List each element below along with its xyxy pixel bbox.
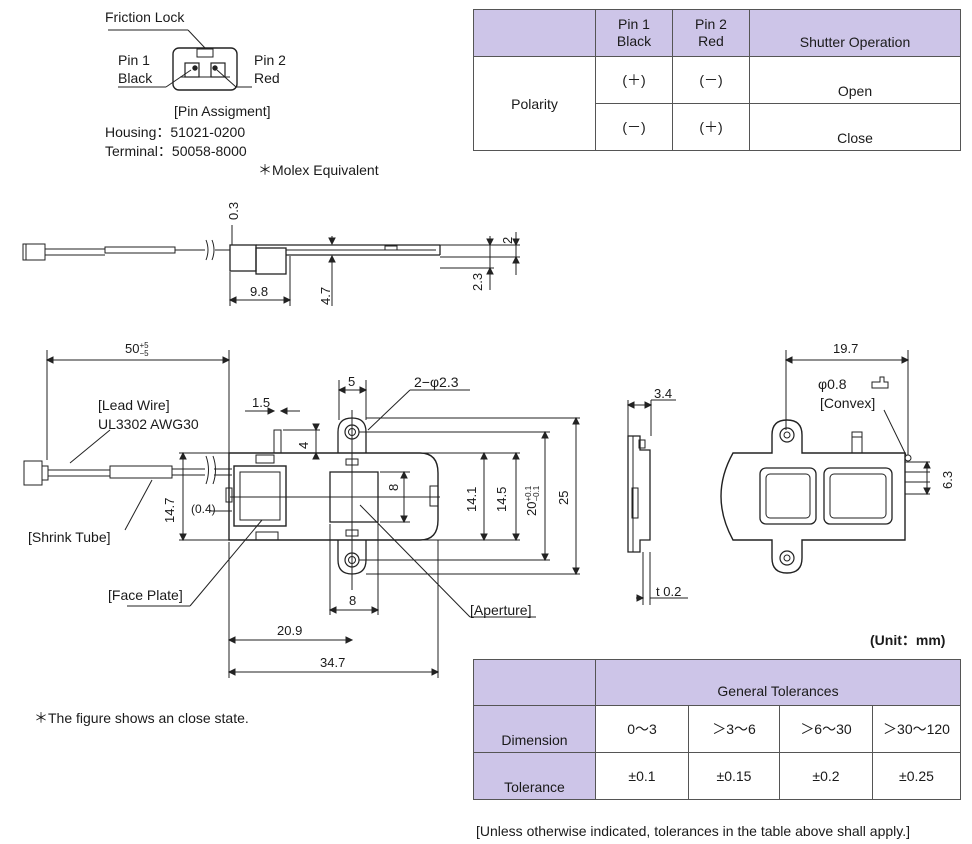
dim-0-4: (0.4) xyxy=(191,502,216,516)
housing-spec: Housing：51021-0200 xyxy=(105,124,246,140)
tolerance-cell: ±0.15 xyxy=(688,752,780,800)
tolerance-row-label: Tolerance xyxy=(473,752,596,800)
back-view-drawing xyxy=(720,350,931,574)
dim-t0-2: t 0.2 xyxy=(656,584,682,599)
dim-14-5: 14.5 xyxy=(494,486,509,512)
tolerance-cell: ±0.1 xyxy=(595,752,689,800)
thin-side-view-drawing xyxy=(626,399,688,605)
dim-50: 50+5−5 xyxy=(125,340,149,358)
pin1-label: Pin 1 xyxy=(118,52,150,68)
polarity-header-blank xyxy=(473,9,596,57)
polarity-row2-pin2: (＋) xyxy=(672,103,750,151)
polarity-row2-pin1: (－) xyxy=(595,103,673,151)
polarity-header-operation: Shutter Operation xyxy=(749,9,961,57)
dim-14-1: 14.1 xyxy=(464,486,479,512)
convex-label: [Convex] xyxy=(820,395,876,411)
polarity-header-pin2: Pin 2 Red xyxy=(672,9,750,57)
dim-4-7: 4.7 xyxy=(318,286,333,305)
unit-label: (Unit：mm) xyxy=(870,632,946,648)
dim-8-vertical: 8 xyxy=(386,483,401,491)
footer-note: [Unless otherwise indicated, tolerances … xyxy=(476,823,910,839)
range-cell: ＞3～6 xyxy=(688,705,780,753)
tolerance-header-blank xyxy=(473,659,596,706)
figure-note: ＊The figure shows an close state. xyxy=(34,710,249,726)
dim-6-3: 6.3 xyxy=(940,470,955,489)
pin-assignment-caption: [Pin Assigment] xyxy=(174,103,271,119)
front-view-drawing xyxy=(23,350,580,678)
connector-pin-diagram xyxy=(108,29,252,91)
polarity-row-label: Polarity xyxy=(473,56,596,151)
molex-note: ＊Molex Equivalent xyxy=(258,162,379,178)
dim-20-9: 20.9 xyxy=(277,623,303,638)
dim-3-4: 3.4 xyxy=(654,386,673,401)
dim-9-8: 9.8 xyxy=(250,284,269,299)
pin2-color-label: Red xyxy=(254,70,280,86)
dim-2: 2 xyxy=(500,236,515,244)
side-view-drawing xyxy=(22,225,520,306)
range-cell: ＞6～30 xyxy=(779,705,873,753)
aperture-label: [Aperture] xyxy=(470,602,532,618)
friction-lock-label: Friction Lock xyxy=(105,9,185,25)
polarity-row2-operation: Close xyxy=(749,103,961,151)
range-cell: 0～3 xyxy=(595,705,689,753)
dimension-row-label: Dimension xyxy=(473,705,596,753)
dim-8-horizontal: 8 xyxy=(349,593,357,608)
dim-14-7: 14.7 xyxy=(162,497,177,523)
pin2-label: Pin 2 xyxy=(254,52,286,68)
dim-0-3: 0.3 xyxy=(226,201,241,220)
dim-20: 20+0.1−0.1 xyxy=(523,485,541,516)
dim-5: 5 xyxy=(348,374,356,389)
lead-wire-spec: UL3302 AWG30 xyxy=(98,416,199,432)
tolerance-cell: ±0.2 xyxy=(779,752,873,800)
tolerance-table: General Tolerances Dimension 0～3 ＞3～6 ＞6… xyxy=(473,659,961,800)
polarity-table: Pin 1 Black Pin 2 Red Shutter Operation … xyxy=(473,9,961,151)
tolerance-header: General Tolerances xyxy=(595,659,961,706)
dim-19-7: 19.7 xyxy=(833,341,859,356)
hole-spec: 2−φ2.3 xyxy=(414,374,459,390)
pin1-color-label: Black xyxy=(118,70,153,86)
dim-1-5: 1.5 xyxy=(252,395,271,410)
face-plate-label: [Face Plate] xyxy=(108,587,183,603)
terminal-spec: Terminal：50058-8000 xyxy=(105,143,247,159)
polarity-row1-pin1: (＋) xyxy=(595,56,673,104)
polarity-header-pin1: Pin 1 Black xyxy=(595,9,673,57)
range-cell: ＞30～120 xyxy=(872,705,961,753)
shrink-tube-label: [Shrink Tube] xyxy=(28,529,111,545)
polarity-row1-operation: Open xyxy=(749,56,961,104)
dim-2-3: 2.3 xyxy=(470,272,485,291)
convex-spec: φ0.8 xyxy=(818,376,847,392)
tolerance-cell: ±0.25 xyxy=(872,752,961,800)
dim-4: 4 xyxy=(296,441,311,449)
dim-25: 25 xyxy=(556,490,571,505)
polarity-row1-pin2: (－) xyxy=(672,56,750,104)
dim-34-7: 34.7 xyxy=(320,655,346,670)
lead-wire-label: [Lead Wire] xyxy=(98,397,170,413)
